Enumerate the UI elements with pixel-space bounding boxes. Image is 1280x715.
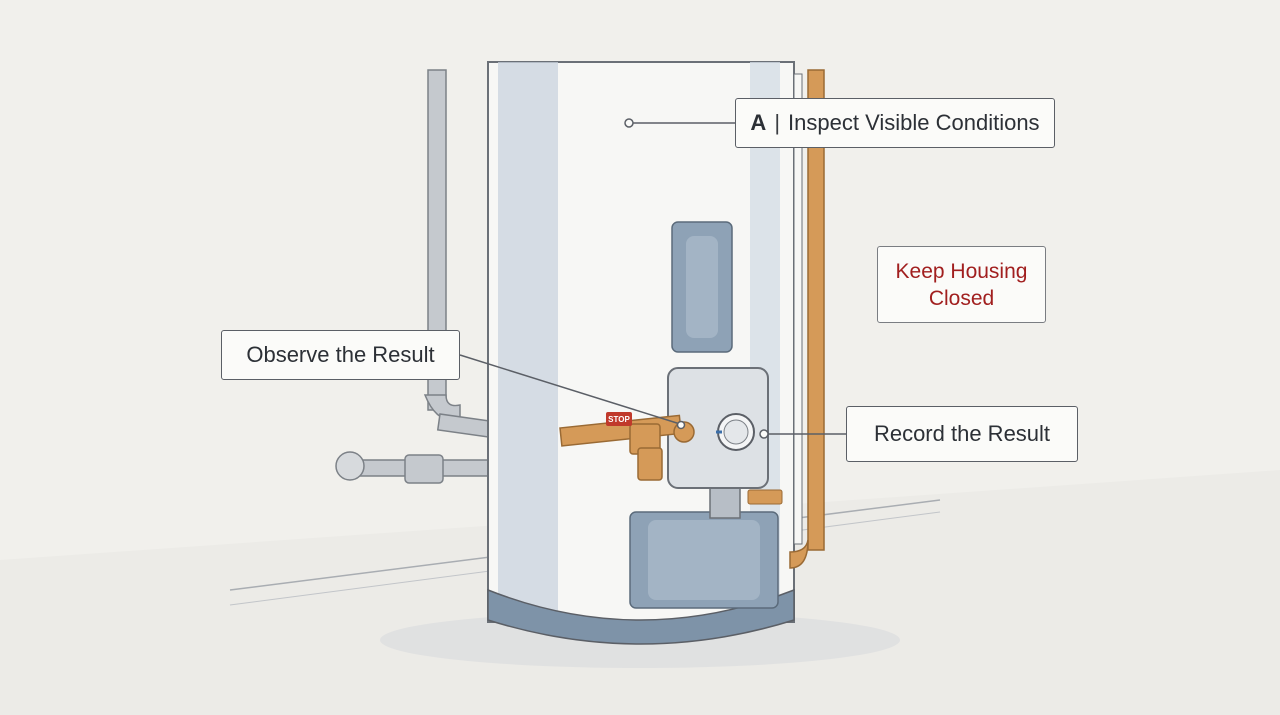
stop-tag [606, 412, 632, 426]
callout-a-marker [624, 118, 634, 128]
tank-shadow-left [498, 62, 558, 622]
inspect-callout-text: Inspect Visible Conditions [788, 110, 1040, 135]
lower-panel-inset [648, 520, 760, 600]
wall-flange [335, 451, 365, 481]
pipe-tee-fitting [404, 454, 444, 484]
dial-knob [723, 419, 749, 445]
upper-panel-inset [686, 236, 718, 338]
pipe-elbow [423, 394, 461, 422]
record-callout-text: Record the Result [873, 421, 1051, 446]
shutoff-handle [637, 447, 663, 481]
observe-callout-text: Observe the Result [246, 342, 435, 367]
tank-base-ring [487, 588, 795, 645]
stop-tag-text: STOP [608, 415, 630, 424]
observe-callout: Observe the Result [221, 330, 460, 380]
observe-leader [459, 354, 681, 425]
warning-callout: Keep Housing Closed [877, 246, 1046, 323]
inspect-callout-separator: | [774, 110, 781, 135]
observe-marker [676, 420, 686, 430]
right-thin-line [793, 73, 803, 545]
record-callout: Record the Result [846, 406, 1078, 462]
pilot-label [747, 489, 783, 505]
record-marker [759, 429, 769, 439]
right-copper-pipe [807, 69, 825, 551]
copper-elbow [789, 539, 809, 569]
warning-callout-text: Keep Housing Closed [895, 259, 1028, 310]
inspect-callout: A | Inspect Visible Conditions [735, 98, 1055, 148]
inspect-callout-tag: A [750, 110, 767, 135]
